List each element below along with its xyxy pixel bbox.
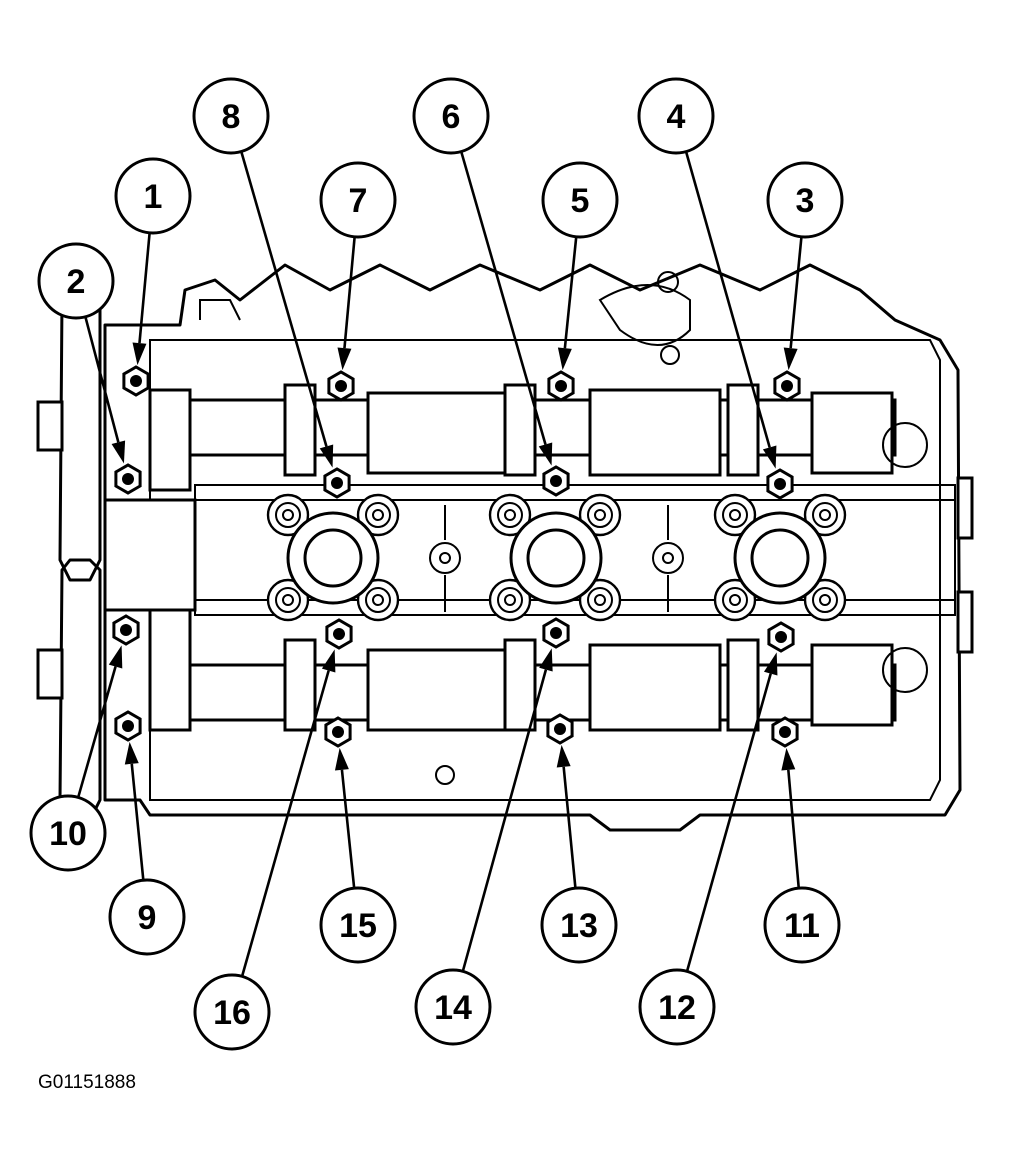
head-bolt-7 bbox=[327, 370, 355, 402]
leader-line-9 bbox=[130, 763, 145, 881]
arrowhead-15 bbox=[334, 747, 349, 771]
leader-line-3 bbox=[789, 236, 803, 349]
callout-number-10: 10 bbox=[49, 815, 87, 853]
callout-1: 1 bbox=[114, 157, 192, 235]
upper-cam-sprocket bbox=[58, 288, 102, 582]
leader-line-12 bbox=[685, 673, 772, 972]
head-bolt-13 bbox=[546, 713, 574, 745]
cylinder-head-drawing bbox=[36, 263, 974, 832]
figure-id-label: G01151888 bbox=[38, 1072, 136, 1093]
callout-number-3: 3 bbox=[796, 182, 815, 220]
callout-number-6: 6 bbox=[442, 98, 461, 136]
leader-line-6 bbox=[459, 151, 547, 445]
head-bolt-6 bbox=[542, 465, 570, 497]
callout-number-2: 2 bbox=[67, 263, 86, 301]
leader-line-8 bbox=[240, 151, 328, 447]
head-bolt-11 bbox=[771, 716, 799, 748]
arrowhead-7 bbox=[337, 347, 352, 371]
callout-number-9: 9 bbox=[138, 899, 157, 937]
arrowhead-2 bbox=[111, 440, 126, 464]
callout-8: 8 bbox=[192, 77, 270, 155]
callout-7: 7 bbox=[319, 161, 397, 239]
head-bolts bbox=[112, 365, 801, 748]
head-bolt-10 bbox=[112, 614, 140, 646]
head-bolt-4 bbox=[766, 468, 794, 500]
arrowhead-16 bbox=[321, 649, 336, 673]
callout-2: 2 bbox=[37, 242, 115, 320]
callout-number-4: 4 bbox=[667, 98, 686, 136]
head-bolt-15 bbox=[324, 716, 352, 748]
leader-line-2 bbox=[84, 316, 120, 443]
arrowhead-3 bbox=[783, 347, 798, 371]
callout-15: 15 bbox=[319, 886, 397, 964]
arrowhead-11 bbox=[781, 747, 796, 771]
callout-5: 5 bbox=[541, 161, 619, 239]
callout-13: 13 bbox=[540, 886, 618, 964]
leader-line-5 bbox=[563, 236, 578, 349]
arrowhead-6 bbox=[538, 442, 553, 466]
arrowhead-5 bbox=[557, 347, 572, 371]
leader-line-16 bbox=[240, 670, 330, 977]
arrowhead-8 bbox=[319, 444, 334, 468]
arrowhead-14 bbox=[539, 648, 553, 672]
leader-line-11 bbox=[787, 769, 801, 889]
callout-4: 4 bbox=[637, 77, 715, 155]
head-bolt-3 bbox=[773, 370, 801, 402]
callout-14: 14 bbox=[414, 968, 492, 1046]
callout-number-5: 5 bbox=[571, 182, 590, 220]
callout-16: 16 bbox=[193, 973, 271, 1051]
callout-number-1: 1 bbox=[144, 178, 163, 216]
callout-11: 11 bbox=[763, 886, 841, 964]
leader-line-10 bbox=[76, 666, 117, 798]
head-bolt-1 bbox=[122, 365, 150, 397]
callout-number-8: 8 bbox=[222, 98, 241, 136]
arrowhead-1 bbox=[132, 342, 147, 366]
callout-number-13: 13 bbox=[560, 907, 598, 945]
leader-line-14 bbox=[461, 669, 548, 972]
callout-12: 12 bbox=[638, 968, 716, 1046]
head-bolt-14 bbox=[542, 617, 570, 649]
leader-line-15 bbox=[340, 769, 356, 889]
callout-leaders bbox=[76, 151, 803, 977]
callout-10: 10 bbox=[29, 794, 107, 872]
leader-line-1 bbox=[138, 232, 151, 344]
head-bolt-2 bbox=[114, 463, 142, 495]
callout-9: 9 bbox=[108, 878, 186, 956]
callout-number-12: 12 bbox=[658, 989, 696, 1027]
leader-line-4 bbox=[684, 151, 771, 448]
arrowhead-9 bbox=[124, 741, 139, 765]
valve-springs bbox=[266, 493, 847, 622]
arrowhead-4 bbox=[762, 445, 777, 469]
callout-number-15: 15 bbox=[339, 907, 377, 945]
leader-line-7 bbox=[343, 236, 356, 349]
callout-number-7: 7 bbox=[349, 182, 368, 220]
head-bolt-5 bbox=[547, 370, 575, 402]
lower-cam-sprocket bbox=[58, 558, 102, 822]
head-outline bbox=[103, 263, 962, 832]
callout-number-14: 14 bbox=[434, 989, 472, 1027]
leader-line-13 bbox=[562, 766, 577, 889]
head-bolt-8 bbox=[323, 467, 351, 499]
arrowhead-12 bbox=[763, 652, 778, 676]
callout-6: 6 bbox=[412, 77, 490, 155]
head-bolt-12 bbox=[767, 621, 795, 653]
head-bolt-9 bbox=[114, 710, 142, 742]
callout-3: 3 bbox=[766, 161, 844, 239]
callout-number-11: 11 bbox=[784, 907, 820, 945]
spark-plug-bores bbox=[286, 511, 827, 605]
head-bolt-16 bbox=[325, 618, 353, 650]
arrowhead-13 bbox=[556, 744, 571, 768]
callout-number-16: 16 bbox=[213, 994, 251, 1032]
arrowhead-10 bbox=[108, 645, 123, 669]
